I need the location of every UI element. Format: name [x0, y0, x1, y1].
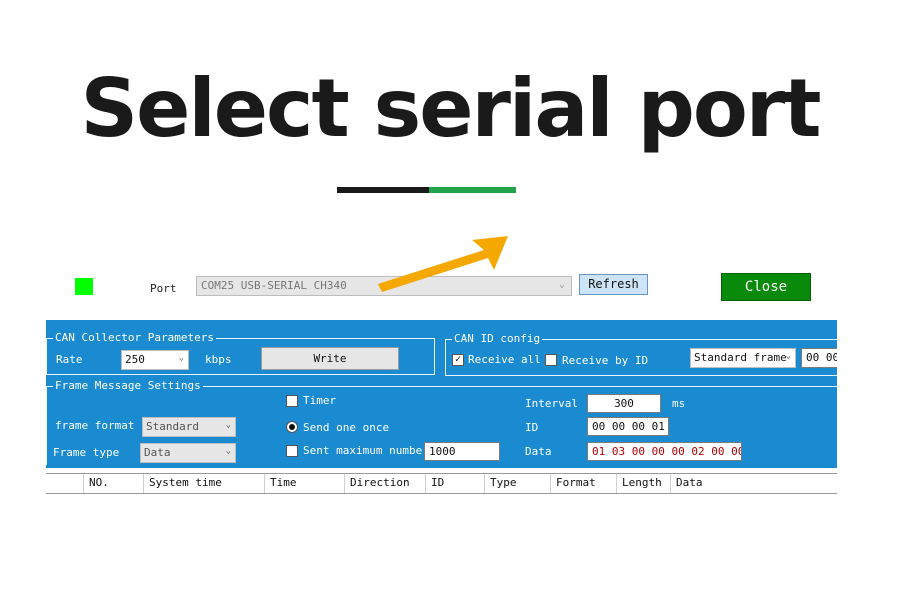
title-underline-dark [337, 187, 429, 193]
can-id-config-group: CAN ID config [445, 332, 837, 376]
receive-all-checkbox[interactable]: ✓ [452, 354, 464, 366]
frame-type-value: Data [144, 446, 171, 459]
timer-checkbox[interactable] [286, 395, 298, 407]
timer-label: Timer [303, 394, 337, 407]
receive-by-id-label: Receive by ID [562, 354, 649, 367]
interval-label: Interval [525, 397, 578, 410]
column-header-format[interactable]: Format [550, 474, 616, 493]
column-header-length[interactable]: Length [616, 474, 670, 493]
interval-input[interactable]: 300 [587, 394, 661, 413]
rate-select-value: 250 [125, 353, 145, 366]
close-button[interactable]: Close [721, 273, 811, 301]
column-header-system-time[interactable]: System time [143, 474, 264, 493]
message-table-header: NO. System time Time Direction ID Type F… [46, 473, 837, 494]
interval-unit-label: ms [672, 397, 686, 410]
page-title: Select serial port [80, 62, 822, 155]
receive-all-label: Receive all [468, 353, 541, 366]
sent-maximum-input[interactable]: 1000 [424, 442, 500, 461]
write-button[interactable]: Write [261, 347, 399, 370]
frame-format-value: Standard [146, 420, 199, 433]
group-title: CAN ID config [452, 332, 543, 345]
frame-type-filter-select[interactable]: Standard frame ⌄ [690, 348, 796, 368]
can-collector-parameters-group: CAN Collector Parameters [46, 331, 435, 375]
group-title: Frame Message Settings [53, 379, 203, 392]
frame-type-select[interactable]: Data ⌄ [140, 443, 236, 463]
column-header-time[interactable]: Time [264, 474, 344, 493]
frame-message-settings-group: Frame Message Settings [46, 379, 837, 465]
id-label: ID [525, 421, 539, 434]
chevron-down-icon: ⌄ [225, 446, 231, 456]
port-label: Port [150, 282, 177, 295]
column-header-direction[interactable]: Direction [344, 474, 425, 493]
connection-status-indicator [75, 278, 93, 295]
rate-select[interactable]: 250 ⌄ [121, 350, 189, 370]
sent-maximum-checkbox[interactable] [286, 445, 298, 457]
frame-type-label: Frame type [53, 446, 120, 459]
frame-type-filter-value: Standard frame [694, 351, 787, 364]
port-select-value: COM25 USB-SERIAL CH340 [201, 279, 347, 292]
refresh-button[interactable]: Refresh [579, 274, 648, 295]
sent-maximum-label: Sent maximum number [303, 444, 429, 457]
frame-format-label: frame format [55, 419, 135, 432]
send-one-once-label: Send one once [303, 421, 390, 434]
frame-format-select[interactable]: Standard ⌄ [142, 417, 236, 437]
column-header-type[interactable]: Type [484, 474, 550, 493]
filter-id-input[interactable]: 00 00 [801, 348, 837, 368]
chevron-down-icon: ⌄ [178, 353, 184, 363]
column-header-data[interactable]: Data [670, 474, 837, 493]
chevron-down-icon: ⌄ [785, 351, 791, 361]
chevron-down-icon: ⌄ [558, 279, 565, 290]
data-input[interactable]: 01 03 00 00 00 02 00 00 [587, 442, 742, 461]
rate-unit-label: kbps [205, 353, 232, 366]
rate-label: Rate [56, 353, 83, 366]
receive-by-id-checkbox[interactable] [545, 354, 557, 366]
group-title: CAN Collector Parameters [53, 331, 216, 344]
pointer-arrow-icon [378, 236, 508, 292]
column-header-id[interactable]: ID [425, 474, 484, 493]
send-one-once-radio[interactable] [286, 421, 298, 433]
chevron-down-icon: ⌄ [225, 420, 231, 430]
id-input[interactable]: 00 00 00 01 [587, 417, 669, 436]
radio-selected-dot [289, 424, 295, 430]
data-label: Data [525, 445, 552, 458]
column-header-no[interactable]: NO. [83, 474, 143, 493]
title-underline-green [429, 187, 516, 193]
